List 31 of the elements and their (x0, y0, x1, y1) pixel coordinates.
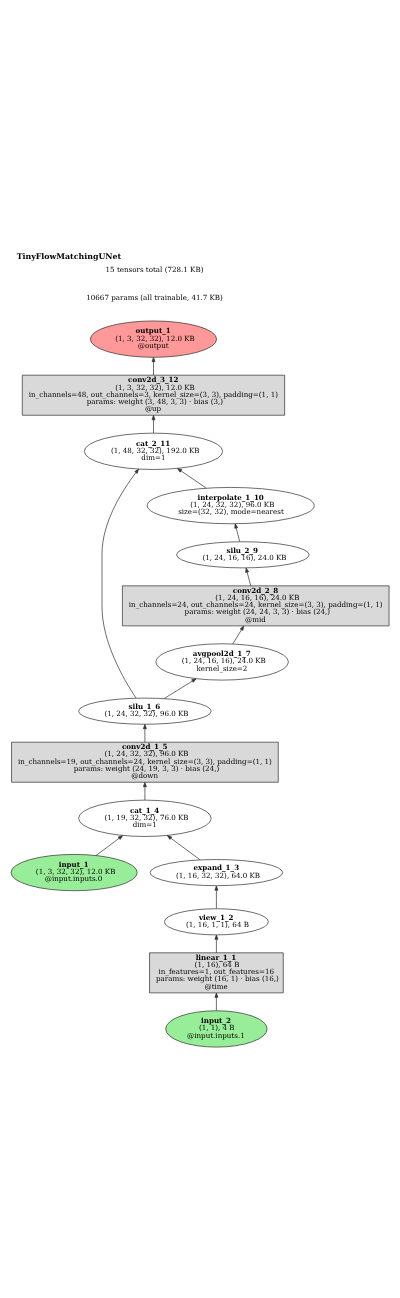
arrow (167, 835, 201, 860)
node-box: conv2d_3_12 (1, 3, 32, 32), 12.0 KB in_channels=48, out_channels=3, kernel_size=(3, 3), padding=(1, 1) params: weight (3, 48, 3, 3) · bias (3,) @up (21, 374, 286, 416)
arrow (214, 885, 219, 909)
arrow (143, 782, 147, 801)
arrow (95, 835, 123, 856)
node-ellipse: expand_1_3 (1, 16, 32, 32), 64.0 KB (149, 859, 284, 886)
arrow (214, 934, 219, 954)
arrow (177, 468, 207, 489)
label: 15 tensors total (728.1 KB) (105, 264, 204, 274)
node-ellipse: input_2 (1, 1), 4 B @input.inputs.1 (165, 1010, 268, 1048)
node-ellipse: cat_2_11 (1, 48, 32, 32), 192.0 KB dim=1 (83, 432, 223, 470)
arrow (214, 992, 219, 1011)
arrow (101, 468, 139, 699)
arrow (143, 724, 147, 743)
arrow (151, 357, 156, 376)
node-box: conv2d_2_8 (1, 24, 16, 16), 24.0 KB in_channels=24, out_channels=24, kernel_size=(3, 3), padding=(1, 1) params: weight (24, 24, 3, 3) · bias (24,) @mid (122, 585, 390, 627)
node-ellipse: silu_1_6 (1, 24, 32, 32), 96.0 KB (78, 697, 212, 725)
arrow (232, 625, 245, 645)
arrow (163, 678, 197, 699)
node-ellipse: view_1_2 (1, 16, 1, 1), 64 B (164, 908, 269, 936)
node-box: conv2d_1_5 (1, 24, 32, 32), 96.0 KB in_channels=19, out_channels=24, kernel_size=(3, 3), padding=(1, 1) params: weight (24, 19, 3, 3) · bias (24,) @down (11, 741, 279, 783)
node-ellipse: interpolate_1_10 (1, 24, 32, 32), 96.0 KB size=(32, 32), mode=nearest (146, 487, 315, 525)
arrow (151, 415, 156, 434)
label: 10667 params (all trainable, 41.7 KB) (86, 292, 223, 302)
arrow (245, 567, 252, 587)
node-box: linear_1_1 (1, 16), 64 B in_features=1, out_features=16 params: weight (16, 1) · bias (16,) @time (149, 952, 284, 994)
arrow (234, 523, 240, 542)
node-ellipse: output_1 (1, 3, 32, 32), 12.0 KB @output (90, 320, 217, 358)
node-ellipse: silu_2_9 (1, 24, 16, 16), 24.0 KB (176, 541, 310, 569)
node-ellipse: cat_1_4 (1, 19, 32, 32), 76.0 KB dim=1 (78, 799, 212, 837)
node-ellipse: input_1 (1, 3, 32, 32), 12.0 KB @input.inputs.0 (10, 854, 138, 892)
